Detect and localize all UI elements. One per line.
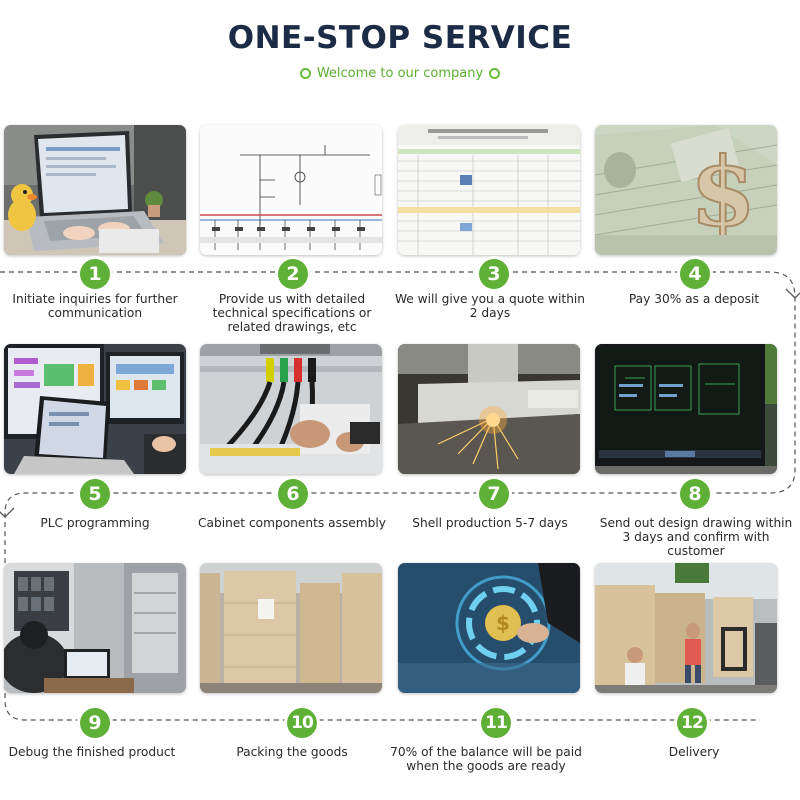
step-12-caption: Delivery: [668, 745, 720, 759]
step-7-caption: Shell production 5-7 days: [412, 516, 568, 530]
subtitle: Welcome to our company: [0, 66, 800, 81]
svg-text:$: $: [496, 611, 510, 635]
step-4-image: $: [595, 125, 777, 255]
step-7-badge: 7: [479, 479, 509, 509]
svg-text:$: $: [690, 137, 756, 248]
page-title: ONE-STOP SERVICE: [227, 20, 573, 56]
step-5-image: [4, 344, 186, 474]
step-5-caption: PLC programming: [40, 516, 150, 530]
step-11-badge: 11: [481, 708, 511, 738]
step-9-badge: 9: [80, 708, 110, 738]
step-6-caption: Cabinet components assembly: [197, 516, 387, 530]
step-6-badge: 6: [278, 479, 308, 509]
step-6-image: [200, 344, 382, 474]
step-9-image: [4, 563, 186, 693]
step-7-image: [398, 344, 580, 474]
step-2-badge: 2: [278, 259, 308, 289]
step-12-badge: 12: [677, 708, 707, 738]
step-2-image: [200, 125, 382, 255]
step-10-badge: 10: [287, 708, 317, 738]
step-8-caption: Send out design drawing within 3 days an…: [599, 516, 793, 558]
step-3-caption: We will give you a quote within 2 days: [394, 292, 586, 320]
step-3-image: [398, 125, 580, 255]
step-1-badge: 1: [80, 259, 110, 289]
step-10-image: [200, 563, 382, 693]
step-11-caption: 70% of the balance will be paid when the…: [390, 745, 582, 773]
step-4-caption: Pay 30% as a deposit: [628, 292, 760, 306]
step-11-image: $: [398, 563, 580, 693]
step-3-badge: 3: [479, 259, 509, 289]
step-8-image: [595, 344, 777, 474]
step-1-caption: Initiate inquiries for further communica…: [12, 292, 178, 320]
step-5-badge: 5: [80, 479, 110, 509]
step-2-caption: Provide us with detailed technical speci…: [212, 292, 372, 334]
step-4-badge: 4: [680, 259, 710, 289]
circle-icon: [299, 68, 311, 79]
step-9-caption: Debug the finished product: [8, 745, 176, 759]
step-10-caption: Packing the goods: [236, 745, 348, 759]
step-12-image: [595, 563, 777, 693]
step-1-image: [4, 125, 186, 255]
circle-icon: [489, 68, 501, 79]
step-8-badge: 8: [680, 479, 710, 509]
subtitle-text: Welcome to our company: [316, 66, 484, 81]
